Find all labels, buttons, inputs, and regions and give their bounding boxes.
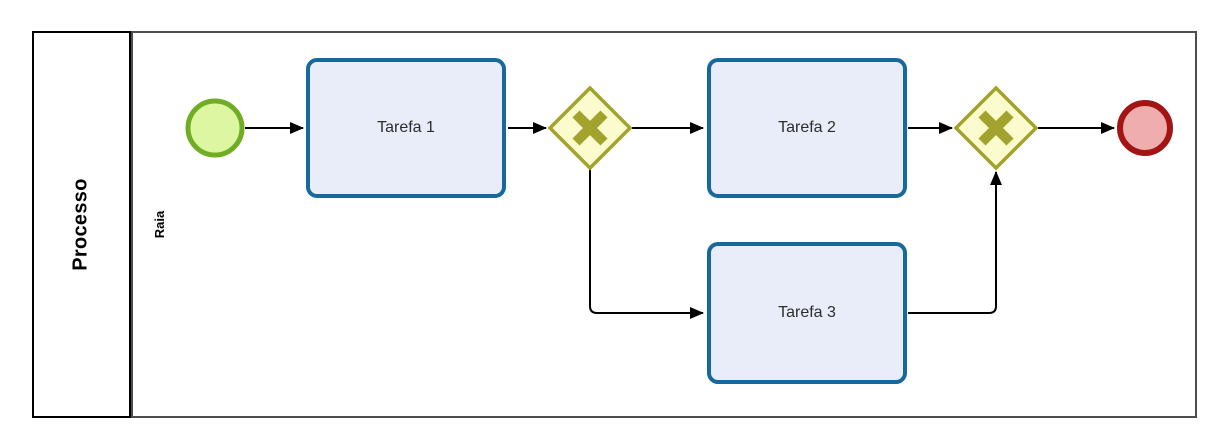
task-tarefa-3[interactable]: Tarefa 3 [707,242,907,384]
gateway-x-marker-icon [572,110,608,146]
task-tarefa-3-label: Tarefa 3 [778,304,836,321]
start-event[interactable] [185,98,245,158]
exclusive-gateway-2[interactable] [953,85,1039,171]
sequence-flow-gateway1-to-task3[interactable] [589,168,704,319]
task-tarefa-2[interactable]: Tarefa 2 [707,58,907,198]
task-tarefa-1-label: Tarefa 1 [377,119,435,136]
pool-processo[interactable]: Processo [32,31,131,418]
end-event[interactable] [1117,100,1173,156]
task-tarefa-2-label: Tarefa 2 [778,119,836,136]
task-tarefa-1[interactable]: Tarefa 1 [306,58,506,198]
sequence-flow-task3-to-gateway2[interactable] [908,171,1002,314]
exclusive-gateway-1[interactable] [547,85,633,171]
gateway-x-marker-icon [978,110,1014,146]
